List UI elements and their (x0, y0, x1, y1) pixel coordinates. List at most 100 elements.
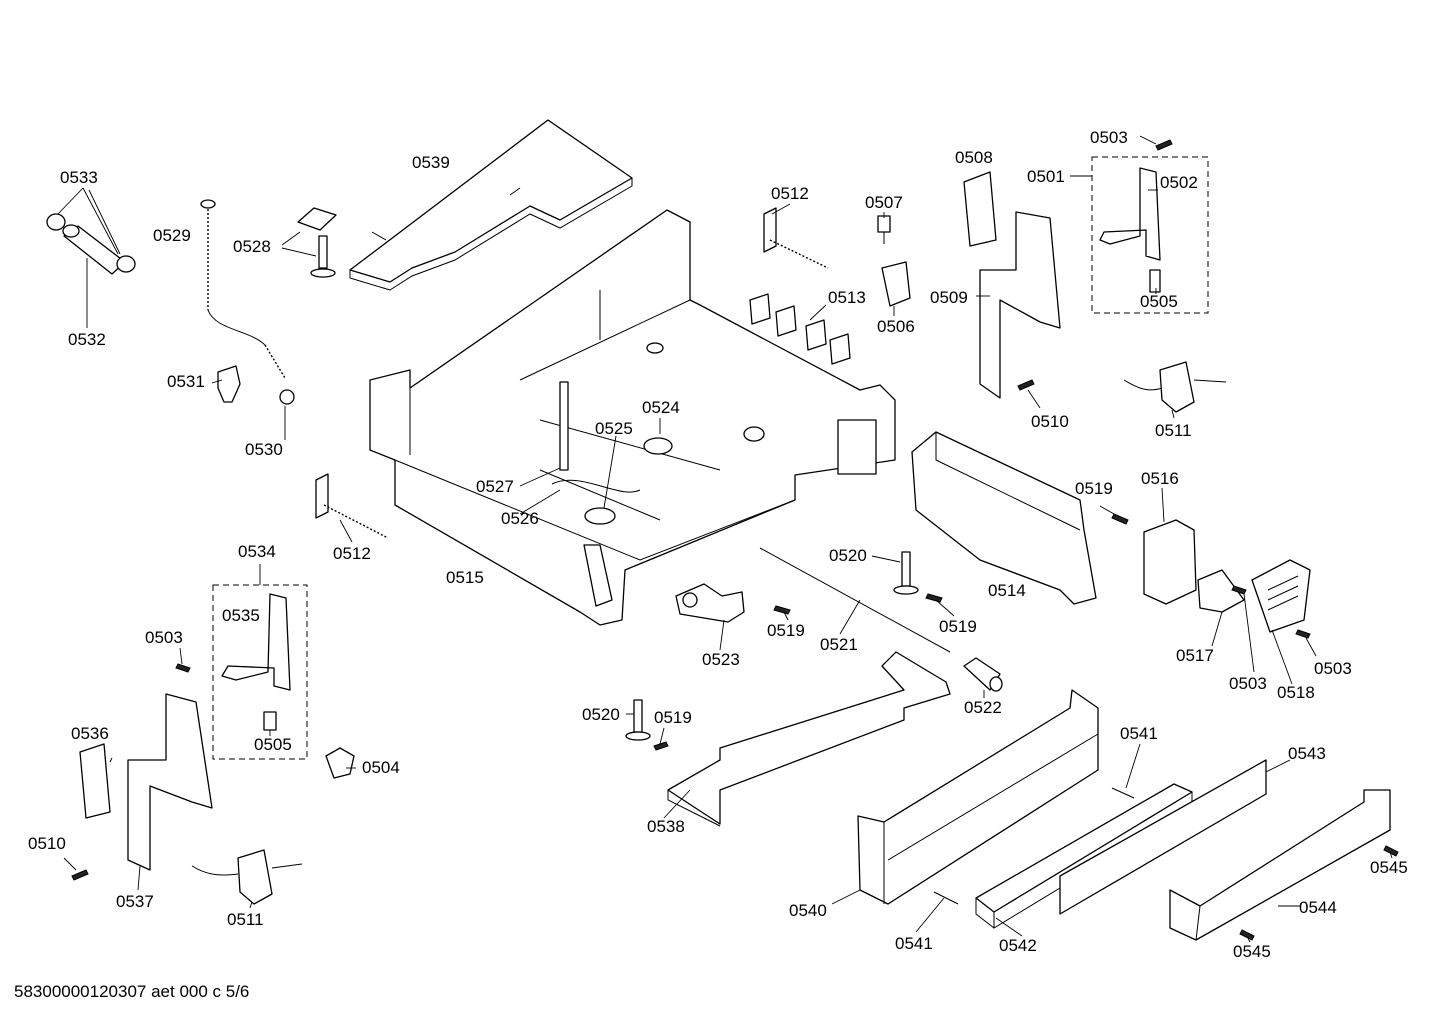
part-0519-screw-c (925, 593, 943, 603)
label-0508: 0508 (955, 148, 993, 167)
label-0532: 0532 (68, 330, 106, 349)
label-0505-upper: 0505 (1140, 292, 1178, 311)
label-0506: 0506 (877, 317, 915, 336)
label-0541-upper: 0541 (1120, 724, 1158, 743)
part-0514-control-unit (911, 431, 1097, 605)
label-0519-center: 0519 (767, 621, 805, 640)
label-0535: 0535 (222, 606, 260, 625)
label-0518: 0518 (1277, 683, 1315, 702)
part-0515-base-frame (369, 209, 896, 626)
label-0545-upper: 0545 (1370, 858, 1408, 877)
label-0504: 0504 (362, 758, 400, 777)
label-0507: 0507 (865, 193, 903, 212)
part-0501-bracket-group (1091, 156, 1209, 314)
label-0512-upper: 0512 (771, 184, 809, 203)
part-0543-panel (1059, 759, 1267, 915)
label-0513: 0513 (828, 288, 866, 307)
part-0529-hose (200, 199, 286, 379)
label-0519-mid: 0519 (939, 617, 977, 636)
part-0541-screw-upper (1111, 787, 1135, 799)
label-0541-lower: 0541 (895, 934, 933, 953)
label-0514: 0514 (988, 581, 1026, 600)
label-0528: 0528 (233, 237, 271, 256)
drawing-footer: 58300000120307 aet 000 c 5/6 (14, 982, 249, 1001)
label-0503-top: 0503 (1090, 128, 1128, 147)
label-0537: 0537 (116, 892, 154, 911)
label-0543: 0543 (1288, 744, 1326, 763)
label-0510-lower: 0510 (28, 834, 66, 853)
part-0519-screw-d (653, 741, 669, 751)
label-0512-lower: 0512 (333, 544, 371, 563)
part-0545-screw-lower (1239, 929, 1255, 941)
part-0510-screw-lower (71, 869, 89, 881)
part-0503-screw-top (1155, 139, 1173, 151)
label-0510-upper: 0510 (1031, 412, 1069, 431)
label-0534: 0534 (238, 542, 276, 561)
part-0519-screw-a (1111, 513, 1129, 525)
label-0502: 0502 (1160, 173, 1198, 192)
part-0545-screw-upper (1383, 845, 1399, 857)
part-0534-bracket-group (212, 584, 308, 760)
part-0510-screw-upper (1017, 379, 1035, 391)
label-0503-d: 0503 (1314, 659, 1352, 678)
label-0520-lower: 0520 (582, 705, 620, 724)
part-0520-screw-lower (625, 699, 651, 741)
part-0512-spring-lower (315, 473, 389, 539)
label-0540: 0540 (789, 901, 827, 920)
part-0539-cover-plate (349, 119, 633, 291)
label-0521: 0521 (820, 635, 858, 654)
part-0519-screw-b (773, 605, 791, 615)
leader-lines (57, 135, 1393, 943)
part-0511-motor-lower (191, 849, 303, 905)
part-0523-valve (675, 583, 745, 623)
label-0539: 0539 (412, 153, 450, 172)
label-0526: 0526 (501, 509, 539, 528)
label-0531: 0531 (167, 372, 205, 391)
part-0516-bracket (1143, 519, 1197, 605)
label-0505-lower: 0505 (254, 735, 292, 754)
label-0511-upper: 0511 (1155, 421, 1192, 440)
label-0520-upper: 0520 (829, 546, 867, 565)
part-0507-connector (877, 215, 891, 244)
part-0533-clamps (46, 213, 136, 273)
label-0533: 0533 (60, 168, 98, 187)
label-0545-lower: 0545 (1233, 942, 1271, 961)
part-0526-wire (551, 479, 641, 493)
part-0509-bracket (979, 211, 1061, 399)
part-0508-cover (963, 171, 997, 247)
label-0538: 0538 (647, 817, 685, 836)
label-0527: 0527 (476, 477, 514, 496)
label-0515: 0515 (446, 568, 484, 587)
label-0544: 0544 (1299, 898, 1337, 917)
label-0503-c: 0503 (1229, 674, 1267, 693)
label-0536: 0536 (71, 724, 109, 743)
label-0524: 0524 (642, 398, 680, 417)
part-0522-knob (963, 657, 1003, 692)
label-0525: 0525 (595, 419, 633, 438)
part-0544-panel (1169, 789, 1391, 941)
part-0540-front-panel (857, 689, 1099, 905)
label-0519-right: 0519 (1075, 479, 1113, 498)
label-0516: 0516 (1141, 469, 1179, 488)
part-0504-block (325, 747, 355, 779)
label-0509: 0509 (930, 288, 968, 307)
part-0518-cover (1251, 559, 1311, 633)
part-0530-plug (279, 389, 295, 405)
part-labels: 0533 0532 0529 0528 0539 0531 0530 0512 … (14, 128, 1408, 1001)
label-0501: 0501 (1027, 167, 1065, 186)
part-0517-bracket (1197, 569, 1245, 613)
label-0523: 0523 (702, 650, 740, 669)
part-0536-cover (79, 743, 111, 819)
part-0541-screw-lower (933, 891, 959, 905)
part-0506-switch (881, 261, 911, 307)
label-0530: 0530 (245, 440, 283, 459)
part-0513-hooks (749, 293, 851, 365)
part-0528-leveling-foot (297, 207, 337, 278)
part-0531-clip (217, 365, 241, 403)
label-0517: 0517 (1176, 646, 1214, 665)
part-0503-screw-b (175, 663, 191, 673)
part-0511-motor-upper (1123, 361, 1227, 413)
label-0511-lower: 0511 (227, 910, 264, 929)
part-0521-rod (759, 547, 951, 653)
